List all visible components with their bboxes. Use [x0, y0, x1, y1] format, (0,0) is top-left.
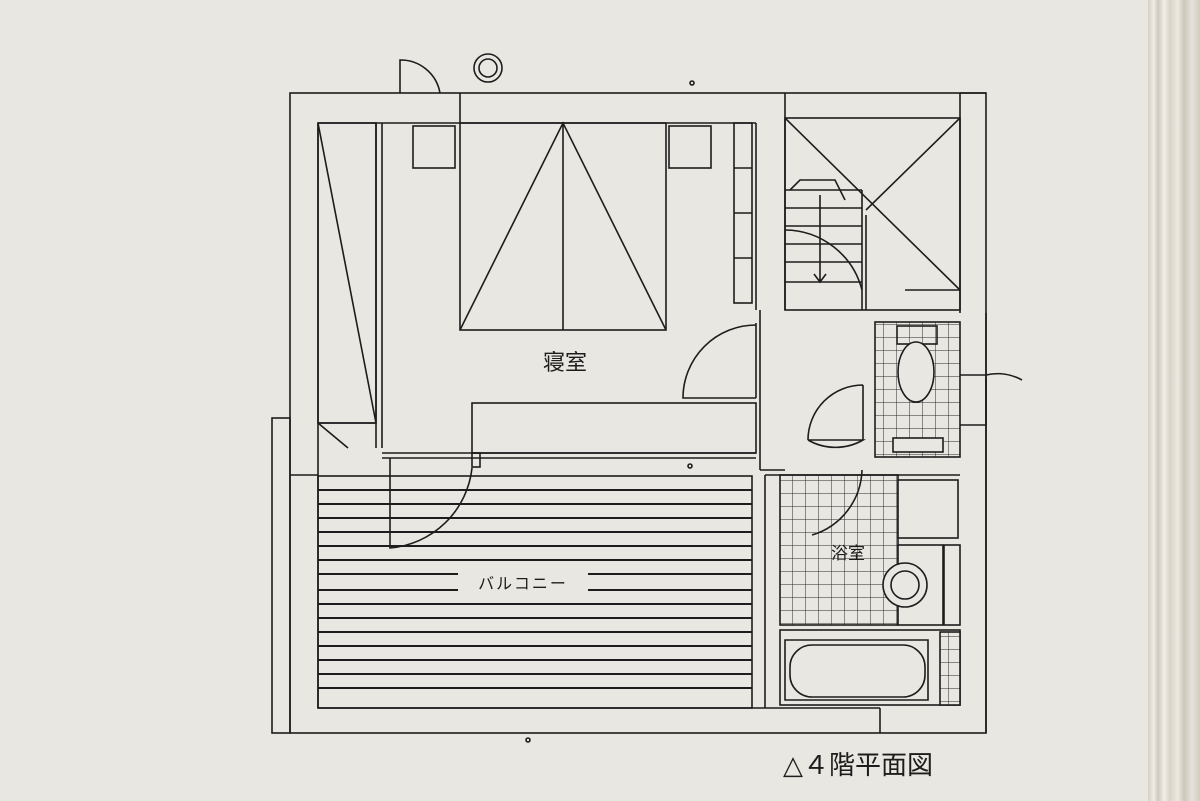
closet: [317, 122, 383, 449]
toilet-room: [807, 321, 1023, 458]
entry-door: [399, 53, 695, 94]
shelves: [733, 122, 753, 304]
book-page-edge: [1148, 0, 1200, 801]
bed: [412, 121, 712, 331]
desk-counter: [382, 402, 757, 469]
stairwell: [784, 117, 961, 311]
bathroom-area: [760, 469, 961, 708]
room-label-bathroom: 浴室: [831, 544, 865, 564]
floor-plan-caption: △４階平面図: [783, 751, 933, 781]
bedroom-door: [682, 310, 761, 470]
room-label-bedroom: 寝室: [543, 351, 587, 376]
room-label-balcony: バルコニー: [478, 574, 568, 593]
